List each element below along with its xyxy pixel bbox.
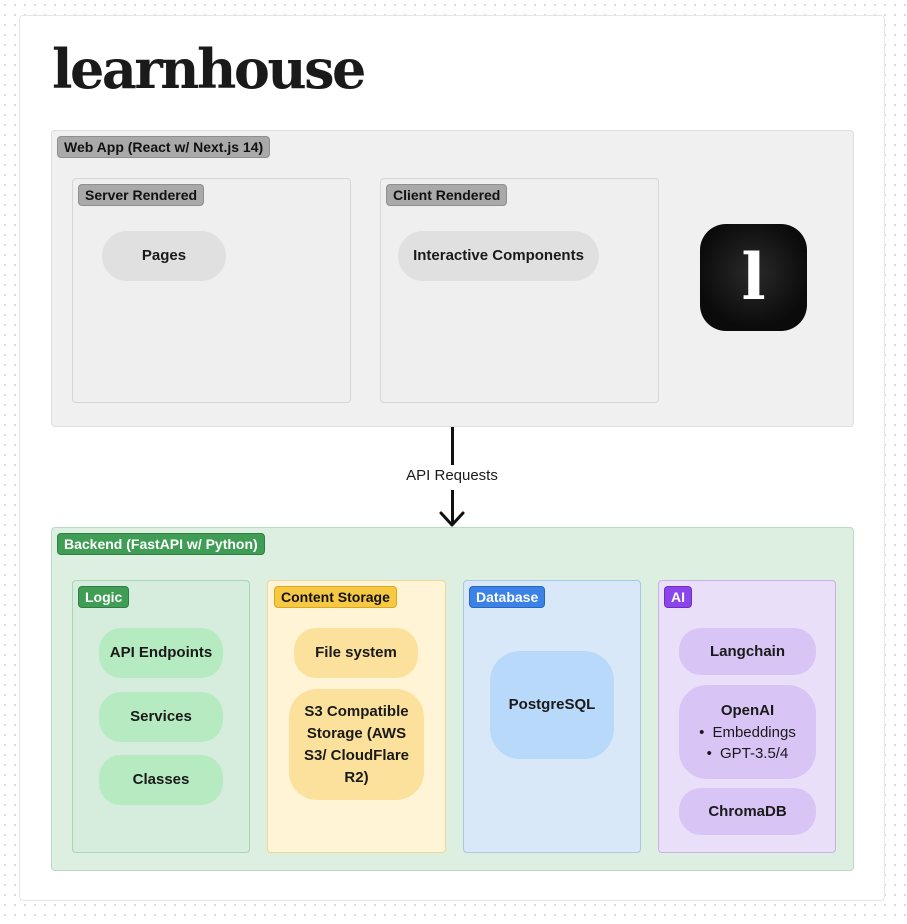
services-node: Services	[99, 692, 223, 742]
chromadb-node: ChromaDB	[679, 788, 816, 835]
api-endpoints-node: API Endpoints	[99, 628, 223, 678]
connector-line-top	[451, 427, 454, 465]
client-rendered-box	[380, 178, 659, 403]
openai-bullet-gpt: GPT-3.5/4	[699, 743, 796, 764]
arrow-down-icon	[439, 511, 465, 527]
database-tag: Database	[469, 586, 546, 608]
server-rendered-box	[72, 178, 351, 403]
learnhouse-logo: learnhouse	[52, 37, 366, 101]
openai-node: OpenAI Embeddings GPT-3.5/4	[679, 685, 816, 779]
classes-node: Classes	[99, 755, 223, 805]
api-requests-label: API Requests	[406, 467, 498, 484]
openai-title: OpenAI	[720, 702, 775, 719]
ai-tag: AI	[664, 586, 692, 608]
openai-bullet-embeddings: Embeddings	[699, 722, 795, 743]
openai-bullets: Embeddings GPT-3.5/4	[699, 722, 796, 764]
app-icon-glyph: l	[741, 240, 766, 315]
file-system-node: File system	[294, 628, 418, 678]
logic-tag: Logic	[78, 586, 130, 608]
s3-storage-node: S3 Compatible Storage (AWS S3/ CloudFlar…	[289, 689, 424, 800]
connector-line-bottom	[451, 490, 454, 524]
backend-tag: Backend (FastAPI w/ Python)	[57, 533, 265, 555]
interactive-components-node: Interactive Components	[398, 231, 599, 281]
content-storage-tag: Content Storage	[274, 586, 397, 608]
learnhouse-app-icon: l	[700, 224, 807, 331]
server-rendered-tag: Server Rendered	[78, 184, 205, 206]
postgresql-node: PostgreSQL	[490, 651, 614, 759]
langchain-node: Langchain	[679, 628, 816, 675]
web-app-tag: Web App (React w/ Next.js 14)	[57, 136, 271, 158]
pages-node: Pages	[102, 231, 226, 281]
client-rendered-tag: Client Rendered	[386, 184, 508, 206]
